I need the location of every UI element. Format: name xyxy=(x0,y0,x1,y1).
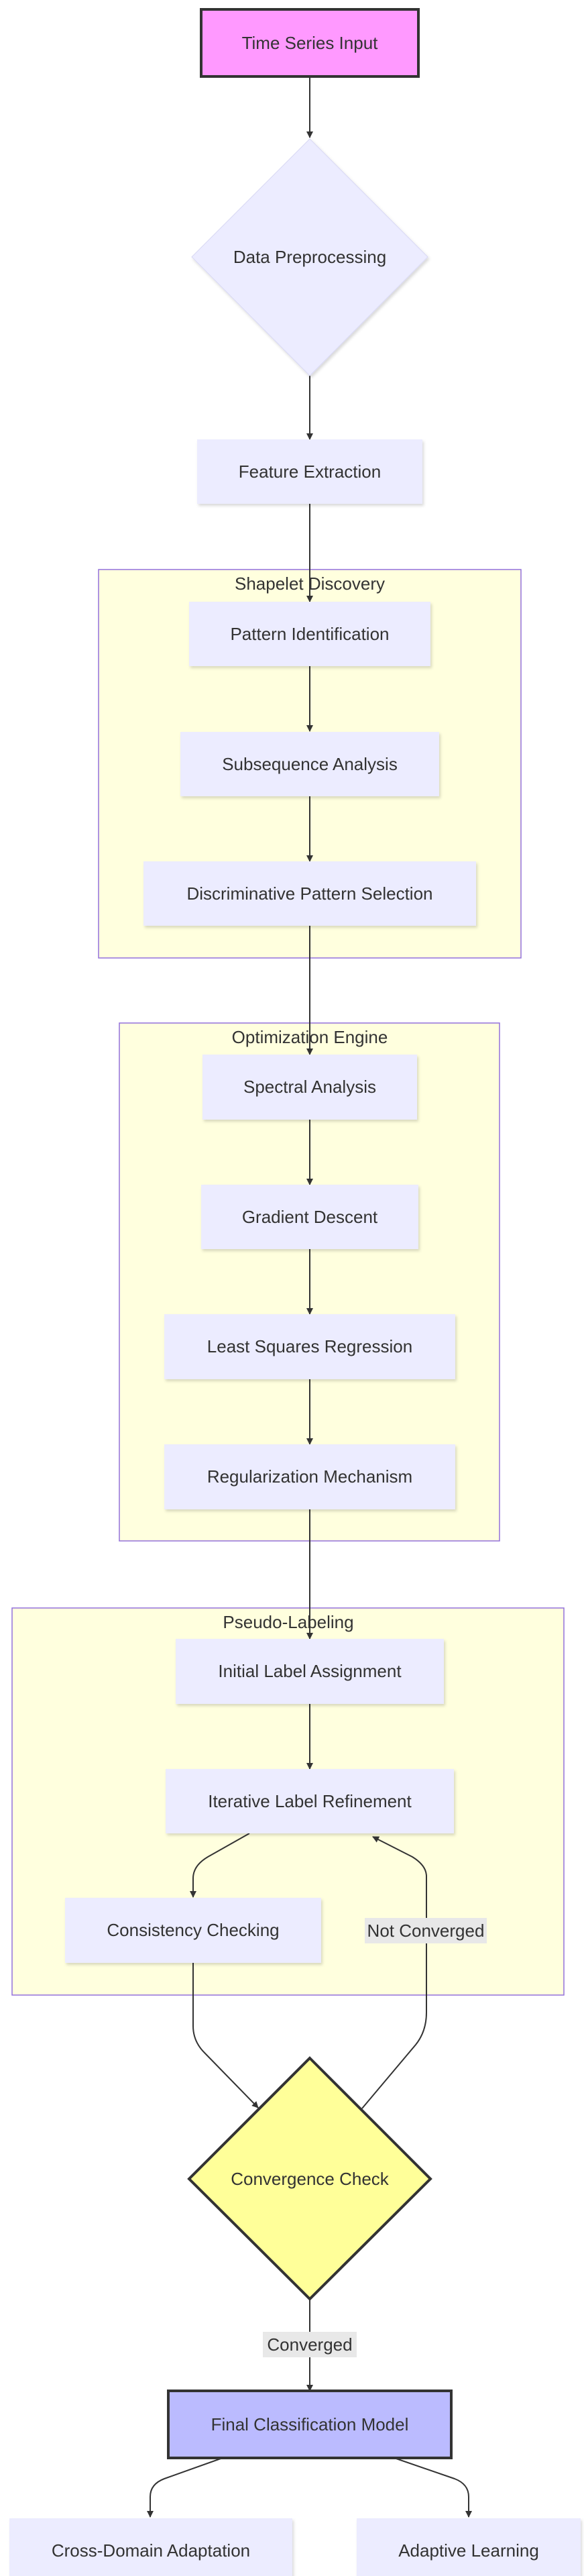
node-label: Time Series Input xyxy=(242,33,379,53)
node-initial-label-assignment: Initial Label Assignment xyxy=(176,1639,444,1704)
node-spectral-analysis: Spectral Analysis xyxy=(202,1055,417,1120)
decision-convergence-check: Convergence Check xyxy=(187,2056,432,2301)
node-time-series-input: Time Series Input xyxy=(200,8,420,78)
node-label: Cross-Domain Adaptation xyxy=(52,2540,250,2561)
node-label: Discriminative Pattern Selection xyxy=(186,883,432,904)
edge-convergence-to-iterative xyxy=(361,1836,427,2109)
node-label: Convergence Check xyxy=(231,2169,390,2189)
node-least-squares-regression: Least Squares Regression xyxy=(164,1314,455,1379)
node-pattern-identification: Pattern Identification xyxy=(189,602,430,666)
node-label: Feature Extraction xyxy=(239,462,381,482)
edge-final-to-adaptive xyxy=(394,2457,472,2518)
node-iterative-label-refinement: Iterative Label Refinement xyxy=(166,1769,454,1833)
node-label: Final Classification Model xyxy=(211,2414,409,2434)
node-label: Initial Label Assignment xyxy=(218,1661,402,1681)
decision-data-preprocessing: Data Preprocessing xyxy=(191,138,428,376)
node-label: Subsequence Analysis xyxy=(222,754,398,774)
node-label: Spectral Analysis xyxy=(243,1077,376,1097)
edge-consistency-to-convergence xyxy=(192,1963,259,2108)
edge-label-text: Converged xyxy=(267,2334,352,2355)
edge-label-text: Not Converged xyxy=(367,1921,485,1941)
edge-label-converged: Converged xyxy=(263,2332,357,2357)
node-subsequence-analysis: Subsequence Analysis xyxy=(180,732,439,796)
node-adaptive-learning: Adaptive Learning xyxy=(357,2518,581,2576)
node-label: Data Preprocessing xyxy=(233,247,386,267)
node-label: Iterative Label Refinement xyxy=(208,1791,412,1811)
node-discriminative-pattern-selection: Discriminative Pattern Selection xyxy=(143,861,476,926)
node-label: Adaptive Learning xyxy=(398,2540,539,2561)
node-label: Least Squares Regression xyxy=(207,1336,412,1356)
edge-iterative-to-consistency xyxy=(190,1833,250,1898)
node-gradient-descent: Gradient Descent xyxy=(201,1185,418,1249)
node-label: Gradient Descent xyxy=(242,1207,378,1227)
group-title: Pseudo-Labeling xyxy=(223,1612,353,1632)
node-label: Consistency Checking xyxy=(107,1920,279,1940)
edge-label-not-converged: Not Converged xyxy=(365,1918,487,1943)
node-cross-domain-adaptation: Cross-Domain Adaptation xyxy=(9,2518,292,2576)
node-consistency-checking: Consistency Checking xyxy=(65,1898,321,1963)
node-label: Pattern Identification xyxy=(230,624,389,644)
node-label: Regularization Mechanism xyxy=(207,1466,412,1487)
node-final-classification-model: Final Classification Model xyxy=(167,2390,453,2459)
node-feature-extraction: Feature Extraction xyxy=(197,439,422,504)
edges xyxy=(147,76,472,2518)
node-regularization-mechanism: Regularization Mechanism xyxy=(164,1444,455,1509)
edge-final-to-cross-domain xyxy=(147,2457,223,2518)
